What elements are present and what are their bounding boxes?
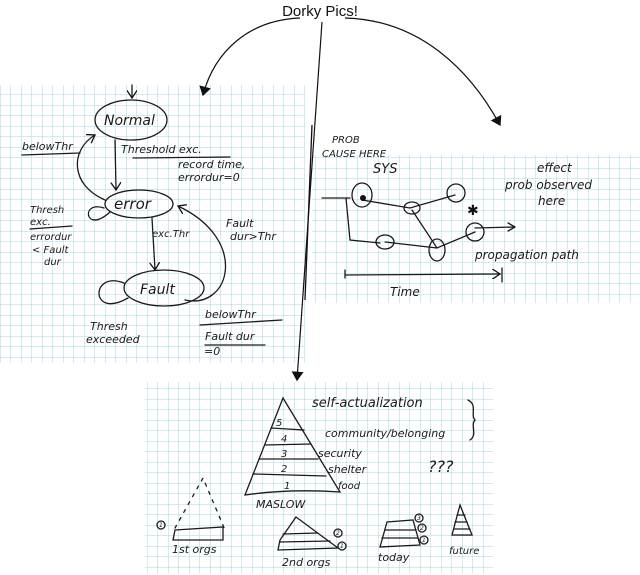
label-below-thr: belowThr: [22, 140, 74, 153]
label-sys: SYS: [373, 162, 397, 177]
maslow-pyramid: [243, 396, 342, 496]
node: [403, 201, 421, 215]
state-fault-label: Fault: [140, 282, 175, 298]
marker: 1: [340, 543, 344, 550]
propagation-diagram: PROB CAUSE HERE SYS effect prob observed…: [304, 124, 592, 301]
grid-paper-propagation: [312, 155, 640, 303]
level-2: 2: [281, 464, 287, 475]
slide-title: Dorky Pics!: [282, 3, 358, 20]
node: [446, 183, 466, 203]
label-food: food: [338, 481, 361, 492]
label-cause-here: CAUSE HERE: [322, 149, 387, 160]
label-question-marks: ???: [428, 457, 454, 476]
stage-2nd-orgs: 2nd orgs: [282, 556, 331, 569]
level-4: 4: [281, 434, 287, 445]
label-community: community/belonging: [325, 427, 445, 440]
label-fault-dur: Fault dur: [205, 330, 256, 343]
label-prob: PROB: [332, 135, 360, 146]
state-normal: [94, 99, 168, 141]
label-dur: dur: [44, 257, 62, 268]
label-prob-observed: prob observed: [504, 178, 592, 192]
node: [375, 234, 395, 250]
marker: 2: [336, 530, 340, 537]
label-thresh-2: Thresh: [90, 320, 128, 333]
label-below-thr-2: belowThr: [205, 308, 257, 321]
label-exceeded: exceeded: [86, 333, 141, 346]
maslow-diagram: 1 2 3 4 5 food shelter security communit…: [156, 396, 479, 569]
label-record-time: record time,: [178, 158, 245, 171]
state-error: [104, 189, 174, 219]
label-lt-fault: < Fault: [32, 245, 70, 256]
label-self-actualization: self-actualization: [312, 396, 423, 411]
label-threshold-exc: Threshold exc.: [121, 143, 202, 156]
marker: 1: [159, 522, 163, 529]
label-errordur-0: errordur=0: [178, 171, 240, 184]
level-3: 3: [281, 449, 287, 460]
marker: 3: [417, 515, 421, 522]
stage-1st-orgs: 1st orgs: [172, 543, 217, 556]
label-thresh: Thresh: [30, 205, 64, 216]
state-diagram: Normal error Fault belowThr Threshold ex…: [21, 84, 283, 358]
marker: 1: [422, 537, 426, 544]
label-exc: exc.: [30, 217, 51, 228]
level-1: 1: [284, 481, 290, 492]
label-time: Time: [390, 285, 420, 299]
label-fault: Fault: [226, 217, 254, 230]
arrow-to-propagation: [344, 17, 502, 127]
node-cause: [351, 182, 373, 208]
label-propagation-path: propagation path: [474, 248, 579, 262]
label-shelter: shelter: [328, 463, 368, 476]
state-normal-label: Normal: [104, 113, 155, 129]
label-maslow: MASLOW: [256, 498, 306, 511]
node: [428, 238, 446, 262]
label-dur-gt-thr: dur>Thr: [230, 230, 277, 243]
state-error-label: error: [114, 195, 152, 213]
arrow-to-state-diagram: [199, 17, 301, 97]
label-errordur: errordur: [30, 232, 72, 243]
stage-future: future: [449, 546, 479, 557]
label-exc-thr: exc.Thr: [152, 229, 190, 240]
label-security: security: [318, 447, 362, 460]
level-5: 5: [276, 418, 282, 429]
marker: 2: [420, 525, 424, 532]
label-effect: effect: [537, 161, 573, 175]
stage-today: today: [378, 551, 410, 564]
effect-star-icon: ✱: [467, 203, 479, 219]
label-eq-0: =0: [204, 345, 220, 358]
node-effect: [465, 222, 485, 242]
label-here: here: [538, 194, 565, 208]
state-fault: [123, 269, 205, 307]
